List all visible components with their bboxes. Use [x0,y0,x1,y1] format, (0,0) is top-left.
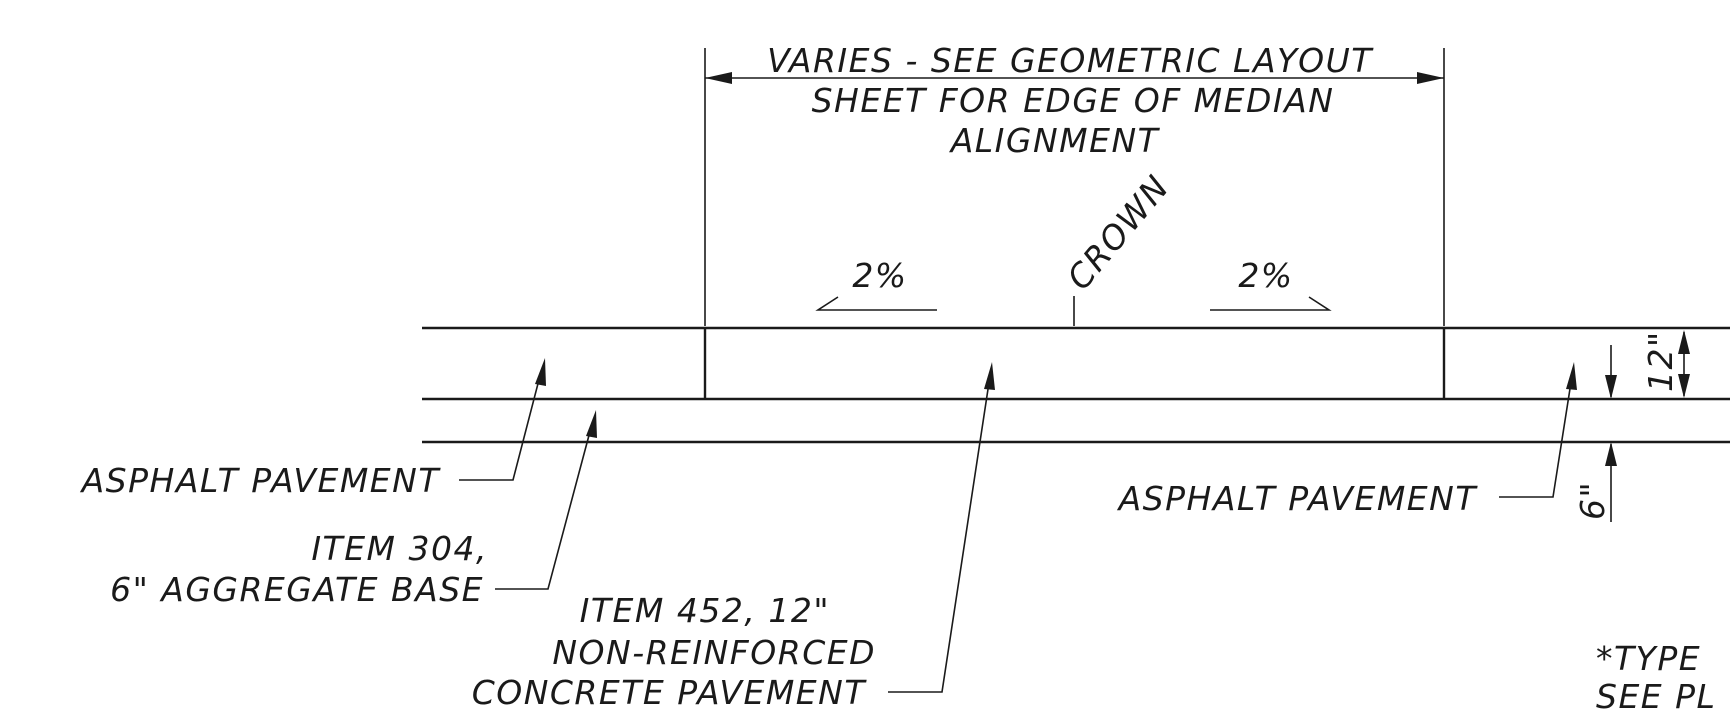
thickness-12-arrow-bottom [1678,374,1690,398]
thickness-6-arrow-top [1605,375,1617,399]
leader-base-arrow [586,410,597,438]
label-base-line1: ITEM 304, [311,529,488,568]
leader-asphalt-left-arrow [535,358,546,386]
leader-asphalt-left [459,371,542,481]
leader-asphalt-right-arrow [1566,362,1577,390]
label-concrete-line2: NON-REINFORCED [552,633,876,672]
thickness-6-arrow-bottom [1605,442,1617,466]
note-line2: SEE PL [1596,677,1716,716]
thickness-6-label: 6" [1573,481,1612,520]
leader-asphalt-right [1499,375,1573,498]
slope-right-arrow [1210,296,1332,311]
dimension-text-line2: SHEET FOR EDGE OF MEDIAN [812,81,1335,120]
leader-concrete [888,375,991,693]
label-concrete-line3: CONCRETE PAVEMENT [472,673,868,712]
crown-label: CROWN [1059,167,1177,297]
slope-right-label: 2% [1238,256,1293,295]
note-line1: *TYPE [1596,639,1701,678]
slope-left-label: 2% [852,256,907,295]
label-asphalt-right: ASPHALT PAVEMENT [1117,479,1479,518]
leader-concrete-arrow [984,362,995,390]
thickness-12-arrow-top [1678,330,1690,354]
thickness-12-label: 12" [1641,330,1680,392]
label-asphalt-left: ASPHALT PAVEMENT [80,461,442,500]
label-base-line2: 6" AGGREGATE BASE [110,570,484,609]
dimension-text-line1: VARIES - SEE GEOMETRIC LAYOUT [767,41,1374,80]
label-concrete-line1: ITEM 452, 12" [580,591,830,630]
dimension-arrow-right [1417,72,1444,84]
slope-left-arrow [815,296,937,311]
leader-base [495,423,593,590]
dimension-arrow-left [705,72,732,84]
dimension-text-line3: ALIGNMENT [949,121,1161,160]
